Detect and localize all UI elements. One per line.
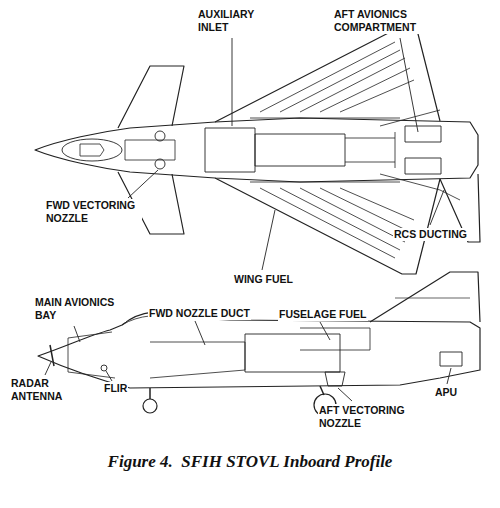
fuselage-fuel: [300, 328, 370, 350]
leader-lines: [45, 38, 451, 401]
part-label: FLIR: [103, 382, 128, 395]
part-label: AUXILIARY INLET: [197, 8, 271, 34]
tailpipe: [345, 132, 395, 168]
cockpit: [62, 139, 122, 161]
tail-detail: [395, 298, 470, 299]
wing: [215, 26, 440, 122]
part-label: RCS DUCTING: [393, 228, 468, 241]
side-view: [38, 272, 480, 416]
auxiliary-inlet: [205, 128, 255, 172]
fuselage: [38, 312, 480, 388]
part-label: APU: [434, 386, 458, 399]
part-label: WING FUEL: [233, 273, 294, 286]
part-label: MAIN AVIONICS BAY: [34, 296, 126, 322]
apu: [440, 352, 462, 366]
rcs-ducting: [380, 110, 460, 200]
canard: [118, 66, 184, 128]
part-label: FWD NOZZLE DUCT: [148, 307, 251, 320]
aft-avionics-compartment: [405, 126, 441, 142]
nose-gear: [149, 388, 151, 399]
figure-caption: Figure 4. SFIH STOVL Inboard Profile: [0, 452, 500, 472]
nose-wheel: [143, 399, 157, 413]
fwd-nozzle-duct: [150, 342, 245, 378]
plan-view: [35, 26, 480, 274]
vertical-tail: [370, 272, 480, 322]
cockpit-detail: [80, 140, 175, 160]
part-label: FWD VECTORING NOZZLE: [45, 199, 142, 225]
part-label: AFT AVIONICS COMPARTMENT: [333, 8, 427, 34]
flir: [101, 365, 107, 371]
fwd-vectoring-nozzle: [155, 131, 165, 141]
part-label: FUSELAGE FUEL: [278, 308, 368, 321]
part-label: RADAR ANTENNA: [10, 377, 72, 403]
engine: [255, 134, 345, 166]
wing: [215, 178, 440, 274]
fuselage: [35, 118, 478, 182]
fwd-vectoring-nozzle: [155, 159, 165, 169]
engine: [245, 334, 340, 372]
aft-avionics-compartment: [405, 158, 441, 174]
part-label: AFT VECTORING NOZZLE: [318, 404, 415, 430]
aft-vectoring-nozzle: [325, 372, 345, 386]
main-avionics-bay: [68, 332, 115, 378]
wing-fuel-tank: [250, 42, 414, 258]
